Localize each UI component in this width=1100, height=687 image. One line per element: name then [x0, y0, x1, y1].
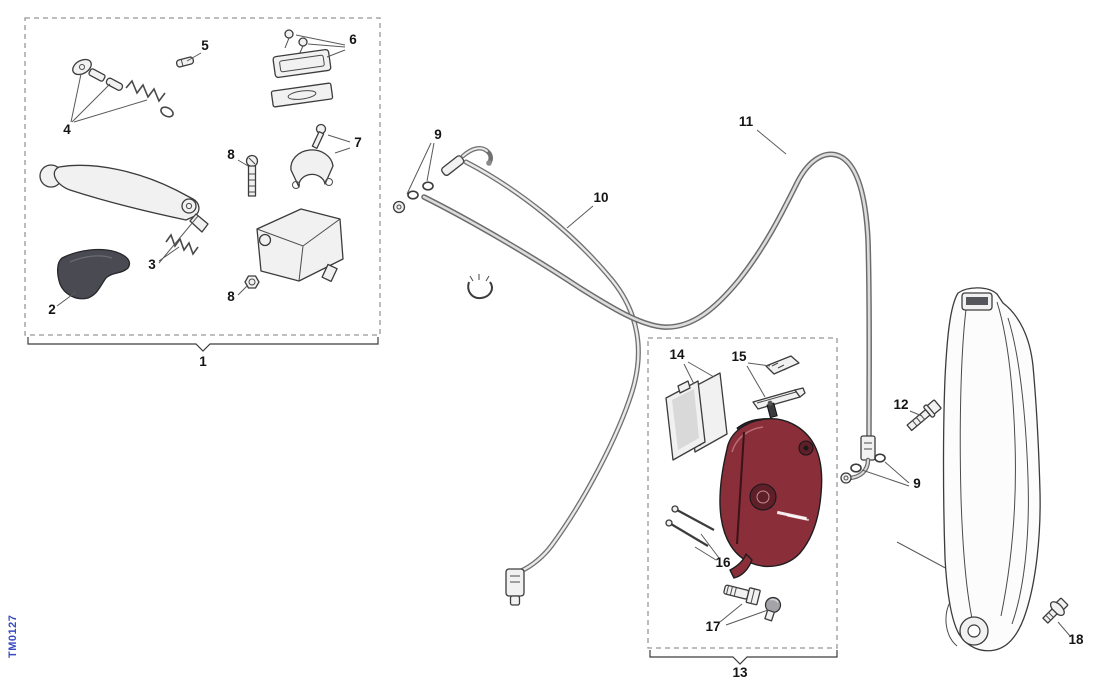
reservoir-cover-kit — [270, 29, 334, 108]
master-cylinder-assembly-group — [24, 17, 381, 352]
lever-pivot-hardware — [72, 58, 174, 118]
fork-guard-group — [896, 287, 1069, 652]
pivot-nut — [244, 275, 260, 289]
hose-clip — [467, 274, 493, 300]
fork-guard — [942, 287, 1041, 652]
master-cylinder-body — [256, 208, 344, 283]
banjo-fitting-left — [392, 181, 434, 214]
callout-9-left: 9 — [434, 127, 442, 142]
group-13-box — [647, 337, 838, 649]
cover-screw-1 — [284, 29, 294, 49]
callout-6: 6 — [349, 32, 357, 47]
outlet-port — [321, 263, 338, 283]
bleed-nipple — [766, 402, 778, 419]
brake-hose-11 — [421, 151, 876, 484]
callout-12: 12 — [893, 397, 908, 412]
callout-16: 16 — [715, 555, 731, 570]
caliper-piston — [749, 483, 777, 511]
group-1-box — [24, 17, 381, 336]
mount-leader-line — [896, 541, 952, 572]
lever-guard — [56, 248, 131, 300]
guard-bolt-18 — [1042, 597, 1069, 624]
cable-10 — [463, 159, 641, 606]
callout-4: 4 — [63, 122, 71, 137]
callout-2: 2 — [48, 302, 56, 317]
clamp-bolt — [245, 154, 259, 197]
callout-13: 13 — [732, 665, 748, 680]
callout-10: 10 — [593, 190, 608, 205]
pivot-spring — [125, 79, 166, 103]
callout-8-top: 8 — [227, 147, 235, 162]
brake-pads — [665, 372, 728, 461]
document-code: TM0127 — [7, 615, 19, 658]
pivot-ring — [160, 106, 174, 118]
callout-14: 14 — [669, 347, 685, 362]
hose-and-cable-group — [392, 146, 942, 606]
callout-8-bottom: 8 — [227, 289, 235, 304]
reservoir-gasket — [270, 82, 334, 108]
seal-washer — [407, 190, 419, 200]
pivot-washer — [72, 58, 92, 76]
banjo-bolt-12 — [906, 399, 942, 432]
cable-end-fitting — [441, 146, 493, 176]
pivot-pin — [105, 77, 124, 91]
callout-18: 18 — [1068, 632, 1084, 647]
callout-7: 7 — [354, 135, 362, 150]
callout-3: 3 — [148, 257, 156, 272]
callout-9-right: 9 — [913, 476, 921, 491]
group-13-bracket — [649, 650, 838, 665]
pivot-shoulder — [88, 68, 106, 82]
callout-leaders — [56, 34, 1071, 637]
callout-1: 1 — [199, 354, 207, 369]
brake-lever — [39, 164, 209, 256]
handlebar-clamp — [290, 123, 334, 189]
pad-pins — [665, 505, 715, 547]
seal-washers-right — [850, 453, 886, 473]
callout-15: 15 — [731, 349, 747, 364]
brake-caliper — [719, 400, 823, 579]
group-1-bracket — [27, 337, 379, 352]
hose-end-fitting — [860, 435, 876, 461]
callout-11: 11 — [739, 114, 754, 129]
pad-spring-clips — [752, 355, 806, 410]
reservoir-cap — [272, 48, 332, 79]
callout-17: 17 — [705, 619, 720, 634]
banjo-fitting-right — [840, 472, 852, 484]
lever-return-spring — [165, 233, 199, 256]
callout-5: 5 — [201, 38, 209, 53]
cable-connector — [505, 568, 525, 606]
caliper-assembly-group — [647, 337, 838, 665]
caliper-bolts — [723, 584, 782, 622]
callout-labels: 5 6 4 7 8 3 2 8 1 9 10 11 12 9 14 15 16 … — [48, 32, 1084, 680]
seal-washer — [422, 181, 434, 191]
